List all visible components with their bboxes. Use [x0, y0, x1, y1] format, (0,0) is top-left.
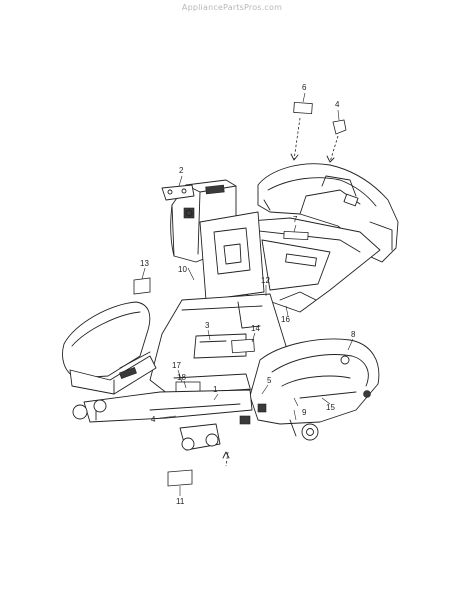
callout-11: 11: [176, 497, 185, 506]
watermark: AppliancePartsPros.com: [181, 3, 283, 12]
decal-part-6: [293, 101, 313, 115]
callout-2: 2: [179, 166, 184, 175]
callout-9: 9: [302, 408, 307, 417]
callout-labels: 6 4 2 7 13 10 12 16 3 14 8 17 18 5 1 15 …: [140, 83, 356, 506]
callout-1: 1: [213, 385, 218, 394]
callout-4-top: 4: [335, 100, 340, 109]
callout-3: 3: [205, 321, 210, 330]
front-axle: [72, 389, 267, 451]
callout-10: 10: [178, 265, 187, 274]
callout-18: 18: [177, 373, 186, 382]
callout-13: 13: [140, 259, 149, 268]
decal-part-13: [133, 277, 151, 295]
mower-deck: [249, 338, 380, 441]
decal-part-11: [167, 469, 193, 487]
callout-14: 14: [251, 324, 260, 333]
callout-15: 15: [326, 403, 335, 412]
floor-plate: [149, 293, 287, 395]
callout-17: 17: [172, 361, 181, 370]
callout-6: 6: [302, 83, 307, 92]
seat: [62, 301, 157, 395]
decal-part-7: [283, 230, 309, 241]
callout-16: 16: [281, 315, 290, 324]
callout-5: 5: [267, 376, 272, 385]
callout-8: 8: [351, 330, 356, 339]
leader-lines: [141, 92, 354, 496]
callout-4-bottom: 4: [151, 415, 156, 424]
seat-back-plate: [199, 211, 265, 301]
callout-12: 12: [261, 276, 270, 285]
bracket-part-2: [161, 184, 195, 201]
decal-part-4-top: [332, 119, 347, 135]
callout-7: 7: [293, 215, 298, 224]
